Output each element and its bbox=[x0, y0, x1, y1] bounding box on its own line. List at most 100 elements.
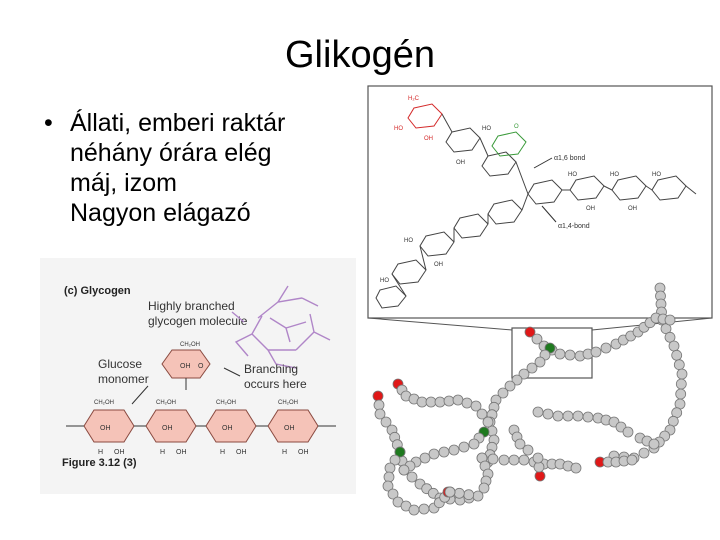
glucose-bead bbox=[534, 462, 544, 472]
ring-label-ch2oh: CH₂OH bbox=[216, 400, 236, 406]
glucose-bead bbox=[469, 439, 479, 449]
glucose-bead bbox=[669, 341, 679, 351]
atom-label-ho: HO bbox=[568, 172, 577, 178]
glucose-bead bbox=[573, 411, 583, 421]
atom-label-oh: OH bbox=[586, 206, 595, 212]
glucose-bead bbox=[462, 398, 472, 408]
glucose-bead bbox=[677, 369, 687, 379]
bullet-text: Állati, emberi raktár bbox=[70, 109, 285, 137]
atom-label-oh: OH bbox=[424, 136, 433, 142]
bullet-list: •Állati, emberi raktár néhány órára elég… bbox=[38, 108, 368, 228]
glucose-bead bbox=[674, 360, 684, 370]
ring-label-oh: OH bbox=[176, 449, 187, 456]
glucose-bead bbox=[543, 409, 553, 419]
glucose-bead bbox=[419, 504, 429, 514]
bullet-text: máj, izom bbox=[70, 169, 177, 197]
figure-caption: Figure 3.12 (3) bbox=[62, 457, 137, 469]
callout-branching-line1: Branching bbox=[244, 362, 298, 376]
glucose-bead bbox=[533, 407, 543, 417]
ring-label-oh: OH bbox=[114, 449, 125, 456]
glucose-bead bbox=[453, 395, 463, 405]
glucose-bead bbox=[429, 449, 439, 459]
glucose-bead bbox=[591, 347, 601, 357]
glucose-bead bbox=[555, 349, 565, 359]
atom-label-oh: OH bbox=[628, 206, 637, 212]
glucose-bead bbox=[523, 445, 533, 455]
glucose-bead bbox=[399, 465, 409, 475]
glucose-bead bbox=[435, 397, 445, 407]
glucose-bead bbox=[384, 472, 394, 482]
glucose-bead bbox=[649, 439, 659, 449]
glucose-bead bbox=[426, 397, 436, 407]
ring-label-h: H bbox=[98, 449, 103, 456]
glucose-bead bbox=[627, 455, 637, 465]
atom-label-ho: HO bbox=[652, 172, 661, 178]
glucose-bead bbox=[601, 343, 611, 353]
callout-branching-line2: occurs here bbox=[244, 377, 307, 391]
ring-label-oh: OH bbox=[100, 425, 111, 432]
callout-monomer-line2: monomer bbox=[98, 372, 149, 386]
glucose-bead bbox=[623, 427, 633, 437]
glucose-bead bbox=[409, 505, 419, 515]
glucose-bead bbox=[420, 453, 430, 463]
glucose-bead bbox=[459, 442, 469, 452]
glucose-bead bbox=[665, 315, 675, 325]
callout-branched-line2: glycogen molecule bbox=[148, 314, 248, 328]
bullet-item: néhány órára elég bbox=[38, 138, 368, 168]
glucose-bead bbox=[553, 411, 563, 421]
ring-label-o: O bbox=[198, 363, 204, 370]
ring-label-h: H bbox=[282, 449, 287, 456]
bullet-item: •Állati, emberi raktár bbox=[38, 108, 368, 138]
chain-end-bead bbox=[535, 471, 545, 481]
atom-label-ho: HO bbox=[610, 172, 619, 178]
glucose-bead bbox=[483, 417, 493, 427]
glucose-bead bbox=[565, 350, 575, 360]
glucose-bead bbox=[444, 396, 454, 406]
atom-label-ho: HO bbox=[404, 238, 413, 244]
ring-label-ch2oh: CH₂OH bbox=[180, 342, 200, 348]
bullet-text: néhány órára elég bbox=[70, 139, 272, 167]
glucose-bead bbox=[583, 412, 593, 422]
panel-label: (c) Glycogen bbox=[64, 285, 131, 297]
glucose-bead bbox=[519, 455, 529, 465]
glucose-bead bbox=[385, 463, 395, 473]
glycogen-structure-figure: H₂C HO OH OH HO O HO HO HO OH OH HO OH H… bbox=[364, 84, 716, 524]
bullet-text: Nagyon elágazó bbox=[70, 199, 251, 227]
atom-label-ho: HO bbox=[394, 126, 403, 132]
glucose-bead bbox=[407, 472, 417, 482]
glucose-bead bbox=[639, 448, 649, 458]
ring-label-oh: OH bbox=[162, 425, 173, 432]
ring-label-ch2oh: CH₂OH bbox=[278, 400, 298, 406]
chain-end-bead bbox=[373, 391, 383, 401]
ring-label-oh: OH bbox=[298, 449, 309, 456]
callout-branched-line1: Highly branched bbox=[148, 299, 235, 313]
glucose-bead bbox=[449, 445, 459, 455]
glucose-bead bbox=[479, 483, 489, 493]
ring-label-oh: OH bbox=[236, 449, 247, 456]
ring-label-oh: OH bbox=[284, 425, 295, 432]
glucose-bead bbox=[533, 453, 543, 463]
glucose-bead bbox=[488, 454, 498, 464]
glycogen-textbook-figure: (c) Glycogen Highly branched glycogen mo… bbox=[40, 258, 356, 494]
atom-label-o: O bbox=[514, 124, 519, 130]
atom-label-h2c: H₂C bbox=[408, 96, 420, 102]
glucose-bead bbox=[417, 397, 427, 407]
atom-label-ho: HO bbox=[380, 278, 389, 284]
page-title: Glikogén bbox=[0, 34, 720, 77]
glucose-bead bbox=[571, 463, 581, 473]
glucose-bead bbox=[509, 455, 519, 465]
glucose-bead bbox=[672, 350, 682, 360]
ring-label-oh: OH bbox=[180, 363, 191, 370]
atom-label-oh: OH bbox=[434, 262, 443, 268]
ring-label-ch2oh: CH₂OH bbox=[156, 400, 176, 406]
glucose-bead bbox=[676, 379, 686, 389]
atom-label-ho: HO bbox=[482, 126, 491, 132]
ring-label-h: H bbox=[220, 449, 225, 456]
glucose-bead bbox=[563, 411, 573, 421]
callout-monomer-line1: Glucose bbox=[98, 357, 142, 371]
glucose-bead bbox=[676, 389, 686, 399]
bond-16-label: α1,6 bond bbox=[554, 155, 585, 162]
glucose-bead bbox=[499, 455, 509, 465]
bullet-item: máj, izom bbox=[38, 168, 368, 198]
bullet-item: Nagyon elágazó bbox=[38, 198, 368, 228]
